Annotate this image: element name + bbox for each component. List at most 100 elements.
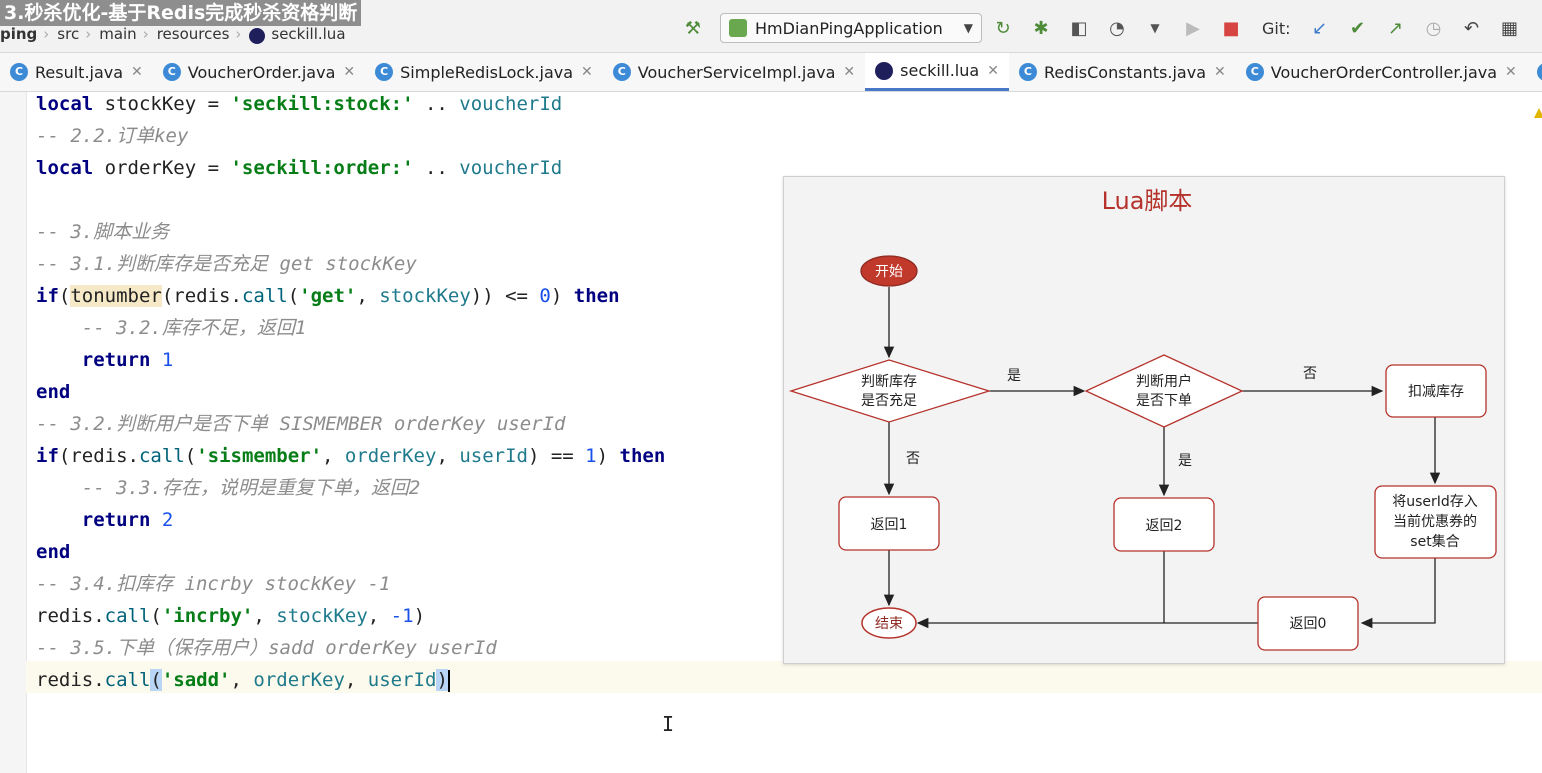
project-structure-icon[interactable]: ▦ <box>1501 17 1519 39</box>
close-icon[interactable]: ✕ <box>987 62 999 79</box>
editor-tab-label: VoucherServiceImpl.java <box>637 62 836 82</box>
close-icon[interactable]: ✕ <box>1505 64 1517 80</box>
run-play-icon[interactable]: ▶ <box>1186 17 1200 39</box>
code-token: end <box>36 541 71 563</box>
code-token: if <box>36 285 59 307</box>
breadcrumb: ping› src› main› resources› seckill.lua <box>0 22 352 46</box>
code-line[interactable]: -- 2.2.订单key <box>36 120 665 152</box>
code-token: 'seckill:stock:' <box>230 93 414 115</box>
code-line[interactable]: if(tonumber(redis.call('get', stockKey))… <box>36 280 665 312</box>
close-icon[interactable]: ✕ <box>1214 64 1226 80</box>
close-icon[interactable]: ✕ <box>131 64 143 80</box>
code-token: return <box>81 349 151 371</box>
code-token: 0 <box>539 285 551 307</box>
code-line[interactable]: -- 3.脚本业务 <box>36 216 665 248</box>
code-line[interactable]: return 2 <box>36 504 665 536</box>
code-line[interactable]: local orderKey = 'seckill:order:' .. vou… <box>36 152 665 184</box>
breadcrumb-item-resources[interactable]: resources <box>156 25 230 43</box>
code-token: , <box>230 669 254 691</box>
code-token: (redis. <box>161 285 242 307</box>
edge-label-yes-stock: 是 <box>1007 368 1021 384</box>
build-hammer-icon[interactable]: ⚒ <box>684 17 702 39</box>
lua-file-icon <box>249 28 266 44</box>
editor-tab[interactable]: CV <box>1527 53 1542 91</box>
code-line[interactable]: -- 3.5.下单（保存用户）sadd orderKey userId <box>36 632 665 664</box>
breadcrumb-separator: › <box>85 25 92 43</box>
run-configuration-label: HmDianPingApplication <box>755 18 943 38</box>
code-line[interactable]: end <box>36 536 665 568</box>
code-token: ) <box>413 605 426 627</box>
java-class-icon: C <box>1536 63 1542 81</box>
breadcrumb-item-main[interactable]: main <box>99 25 137 43</box>
end-label: 结束 <box>875 616 903 632</box>
code-line[interactable] <box>36 184 665 216</box>
profile-icon[interactable]: ◔ <box>1109 17 1125 39</box>
stop-square-icon[interactable]: ■ <box>1222 17 1240 39</box>
code-line[interactable]: -- 3.1.判断库存是否充足 get stockKey <box>36 248 665 280</box>
git-commit-check-icon[interactable]: ✔ <box>1349 17 1366 39</box>
code-line[interactable]: local stockKey = 'seckill:stock:' .. vou… <box>36 88 665 120</box>
breadcrumb-separator: › <box>235 25 242 43</box>
code-token: end <box>36 381 71 403</box>
code-line[interactable]: -- 3.2.库存不足，返回1 <box>36 312 665 344</box>
git-update-arrow-icon[interactable]: ↙ <box>1311 17 1328 39</box>
deduct-stock-node <box>1385 364 1487 418</box>
close-icon[interactable]: ✕ <box>581 64 593 80</box>
breadcrumb-item-file[interactable]: seckill.lua <box>271 25 346 43</box>
start-node <box>860 255 918 287</box>
rerun-icon[interactable]: ↻ <box>995 17 1011 39</box>
code-token: ( <box>287 285 300 307</box>
run-configuration-select[interactable]: HmDianPingApplication ▼ <box>720 13 982 43</box>
code-token: voucherId <box>459 157 563 179</box>
code-editor[interactable]: local stockKey = 'seckill:stock:' .. vou… <box>36 88 665 696</box>
video-overlay-title: 3.秒杀优化-基于Redis完成秒杀资格判断 <box>0 0 362 26</box>
code-line[interactable]: end <box>36 376 665 408</box>
main-toolbar: ⚒ HmDianPingApplication ▼ ↻ ✱ ◧ ◔ ▼ ▶ ■ … <box>680 12 1527 44</box>
code-token: tonumber <box>70 285 162 307</box>
code-token: redis. <box>36 605 105 627</box>
debug-bug-icon[interactable]: ✱ <box>1033 17 1049 39</box>
breadcrumb-item-project[interactable]: ping <box>0 25 38 43</box>
return2-node <box>1113 497 1215 552</box>
code-line[interactable]: redis.call('sadd', orderKey, userId) <box>36 664 665 696</box>
code-token: local <box>36 157 94 179</box>
editor-tab[interactable]: seckill.lua✕ <box>865 53 1009 91</box>
code-token: stockKey = <box>93 93 231 115</box>
warning-triangle-icon[interactable] <box>1534 108 1542 118</box>
close-icon[interactable]: ✕ <box>343 64 356 80</box>
code-line[interactable]: redis.call('incrby', stockKey, -1) <box>36 600 665 632</box>
breadcrumb-item-src[interactable]: src <box>57 25 80 43</box>
code-token <box>36 509 82 531</box>
chevron-down-icon[interactable]: ▼ <box>1150 21 1160 35</box>
editor-tab-label: Result.java <box>35 62 124 82</box>
code-token: orderKey = <box>93 157 231 179</box>
diagram-title: Lua脚本 <box>1102 187 1193 215</box>
editor-tab-label: SimpleRedisLock.java <box>400 62 574 82</box>
close-icon[interactable]: ✕ <box>843 64 856 80</box>
code-line[interactable]: -- 3.2.判断用户是否下单 SISMEMBER orderKey userI… <box>36 408 665 440</box>
code-line[interactable]: if(redis.call('sismember', orderKey, use… <box>36 440 665 472</box>
git-push-arrow-icon[interactable]: ↗ <box>1387 17 1404 39</box>
git-rollback-icon[interactable]: ↶ <box>1463 17 1480 39</box>
code-line[interactable]: return 1 <box>36 344 665 376</box>
code-token: 'incrby' <box>161 605 254 627</box>
code-line[interactable]: -- 3.3.存在，说明是重复下单，返回2 <box>36 472 665 504</box>
code-line[interactable]: -- 3.4.扣库存 incrby stockKey -1 <box>36 568 665 600</box>
code-token: 2 <box>161 509 174 531</box>
code-token: 1 <box>585 445 597 467</box>
code-token: orderKey <box>344 445 437 467</box>
check-user-label-line2: 是否下单 <box>1136 393 1192 409</box>
coverage-icon[interactable]: ◧ <box>1070 17 1088 39</box>
breadcrumb-separator: › <box>142 25 149 43</box>
editor-tab[interactable]: C SimpleRedisLock.java ✕ <box>365 53 603 91</box>
code-token <box>36 477 82 499</box>
java-class-icon: C <box>375 63 394 81</box>
git-history-clock-icon[interactable]: ◷ <box>1425 17 1442 39</box>
code-token: ) == <box>527 445 586 467</box>
code-token: 'sismember' <box>196 445 323 467</box>
